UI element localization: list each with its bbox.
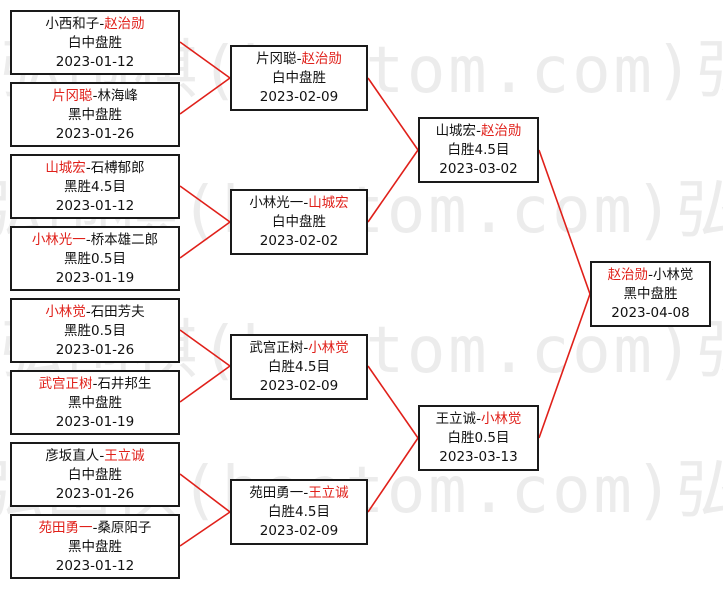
match-result: 黑中盘胜: [623, 286, 678, 302]
match-result: 黑胜0.5目: [64, 251, 126, 267]
match-r1-2[interactable]: 片冈聪-林海峰 黑中盘胜 2023-01-26: [10, 82, 180, 147]
match-date: 2023-02-02: [259, 233, 339, 249]
player-2: 石榑郁郎: [90, 160, 145, 176]
player-2: 山城宏: [308, 195, 349, 211]
connector-line: [179, 185, 231, 223]
player-1: 武宫正树: [249, 340, 304, 356]
match-r1-4[interactable]: 小林光一-桥本雄二郎 黑胜0.5目 2023-01-19: [10, 226, 180, 291]
match-date: 2023-01-26: [55, 342, 135, 358]
player-2: 王立诚: [308, 485, 349, 501]
player-1: 山城宏: [435, 123, 477, 139]
connector-line: [179, 329, 231, 367]
match-r1-8[interactable]: 苑田勇一-桑原阳子 黑中盘胜 2023-01-12: [10, 514, 180, 579]
match-result: 白中盘胜: [68, 35, 122, 51]
match-date: 2023-01-19: [55, 414, 135, 430]
match-date: 2023-01-12: [55, 198, 135, 214]
player-2: 石田芳夫: [90, 304, 145, 320]
connector-line: [367, 77, 419, 151]
match-result: 白胜4.5目: [447, 142, 510, 158]
player-2: 赵治勋: [104, 16, 145, 32]
match-date: 2023-03-13: [439, 449, 518, 465]
match-date: 2023-01-26: [55, 126, 135, 142]
player-1: 彦坂直人: [45, 448, 100, 464]
player-2: 小林觉: [652, 267, 694, 283]
player-1: 武宫正树: [38, 376, 93, 392]
match-result: 黑中盘胜: [68, 395, 122, 411]
match-r3-1[interactable]: 山城宏-赵治勋 白胜4.5目 2023-03-02: [418, 117, 539, 183]
match-r2-4[interactable]: 苑田勇一-王立诚 白胜4.5目 2023-02-09: [230, 479, 368, 545]
player-2: 林海峰: [97, 88, 138, 104]
player-1: 王立诚: [435, 411, 477, 427]
match-date: 2023-01-26: [55, 486, 135, 502]
match-final[interactable]: 赵治勋-小林觉 黑中盘胜 2023-04-08: [590, 261, 711, 327]
player-2: 小林觉: [308, 340, 349, 356]
player-1: 片冈聪: [256, 51, 297, 67]
player-2: 桑原阳子: [97, 520, 152, 536]
connector-line: [538, 293, 591, 439]
player-2: 小林觉: [480, 411, 522, 427]
match-date: 2023-04-08: [611, 305, 690, 321]
connector-line: [179, 365, 231, 403]
player-2: 桥本雄二郎: [90, 232, 159, 248]
match-r1-7[interactable]: 彦坂直人-王立诚 白中盘胜 2023-01-26: [10, 442, 180, 507]
match-result: 白中盘胜: [272, 214, 326, 230]
player-2: 赵治勋: [480, 123, 522, 139]
match-date: 2023-02-09: [259, 89, 339, 105]
match-result: 白胜4.5目: [268, 359, 330, 375]
player-1: 小西和子: [45, 16, 100, 32]
player-1: 苑田勇一: [38, 520, 93, 536]
connector-line: [179, 473, 231, 513]
match-result: 白胜4.5目: [268, 504, 330, 520]
player-1: 片冈聪: [52, 88, 93, 104]
match-result: 黑胜0.5目: [64, 323, 126, 339]
player-1: 赵治勋: [607, 267, 649, 283]
match-r1-6[interactable]: 武宫正树-石井邦生 黑中盘胜 2023-01-19: [10, 370, 180, 435]
connector-line: [367, 365, 419, 439]
match-r1-3[interactable]: 山城宏-石榑郁郎 黑胜4.5目 2023-01-12: [10, 154, 180, 219]
connector-line: [179, 511, 231, 547]
player-1: 小林光一: [31, 232, 86, 248]
match-r1-5[interactable]: 小林觉-石田芳夫 黑胜0.5目 2023-01-26: [10, 298, 180, 363]
match-result: 白胜0.5目: [447, 430, 510, 446]
player-2: 石井邦生: [97, 376, 152, 392]
connector-line: [538, 149, 591, 295]
player-1: 小林觉: [45, 304, 86, 320]
player-1: 山城宏: [45, 160, 86, 176]
connector-line: [367, 437, 419, 513]
player-1: 小林光一: [249, 195, 304, 211]
match-date: 2023-02-09: [259, 523, 339, 539]
match-date: 2023-01-12: [55, 54, 135, 70]
player-1: 苑田勇一: [249, 485, 304, 501]
player-2: 王立诚: [104, 448, 145, 464]
match-date: 2023-01-19: [55, 270, 135, 286]
match-result: 黑中盘胜: [68, 539, 122, 555]
match-result: 黑胜4.5目: [64, 179, 126, 195]
connector-line: [367, 149, 419, 223]
match-r2-3[interactable]: 武宫正树-小林觉 白胜4.5目 2023-02-09: [230, 334, 368, 400]
match-date: 2023-03-02: [439, 161, 518, 177]
match-result: 黑中盘胜: [68, 107, 122, 123]
connector-line: [179, 77, 231, 115]
match-r2-2[interactable]: 小林光一-山城宏 白中盘胜 2023-02-02: [230, 189, 368, 255]
match-date: 2023-01-12: [55, 558, 135, 574]
match-result: 白中盘胜: [272, 70, 326, 86]
match-r1-1[interactable]: 小西和子-赵治勋 白中盘胜 2023-01-12: [10, 10, 180, 75]
player-2: 赵治勋: [301, 51, 342, 67]
match-r2-1[interactable]: 片冈聪-赵治勋 白中盘胜 2023-02-09: [230, 45, 368, 111]
match-r3-2[interactable]: 王立诚-小林觉 白胜0.5目 2023-03-13: [418, 405, 539, 471]
connector-line: [179, 41, 231, 79]
connector-line: [179, 221, 231, 259]
match-result: 白中盘胜: [68, 467, 122, 483]
match-date: 2023-02-09: [259, 378, 339, 394]
